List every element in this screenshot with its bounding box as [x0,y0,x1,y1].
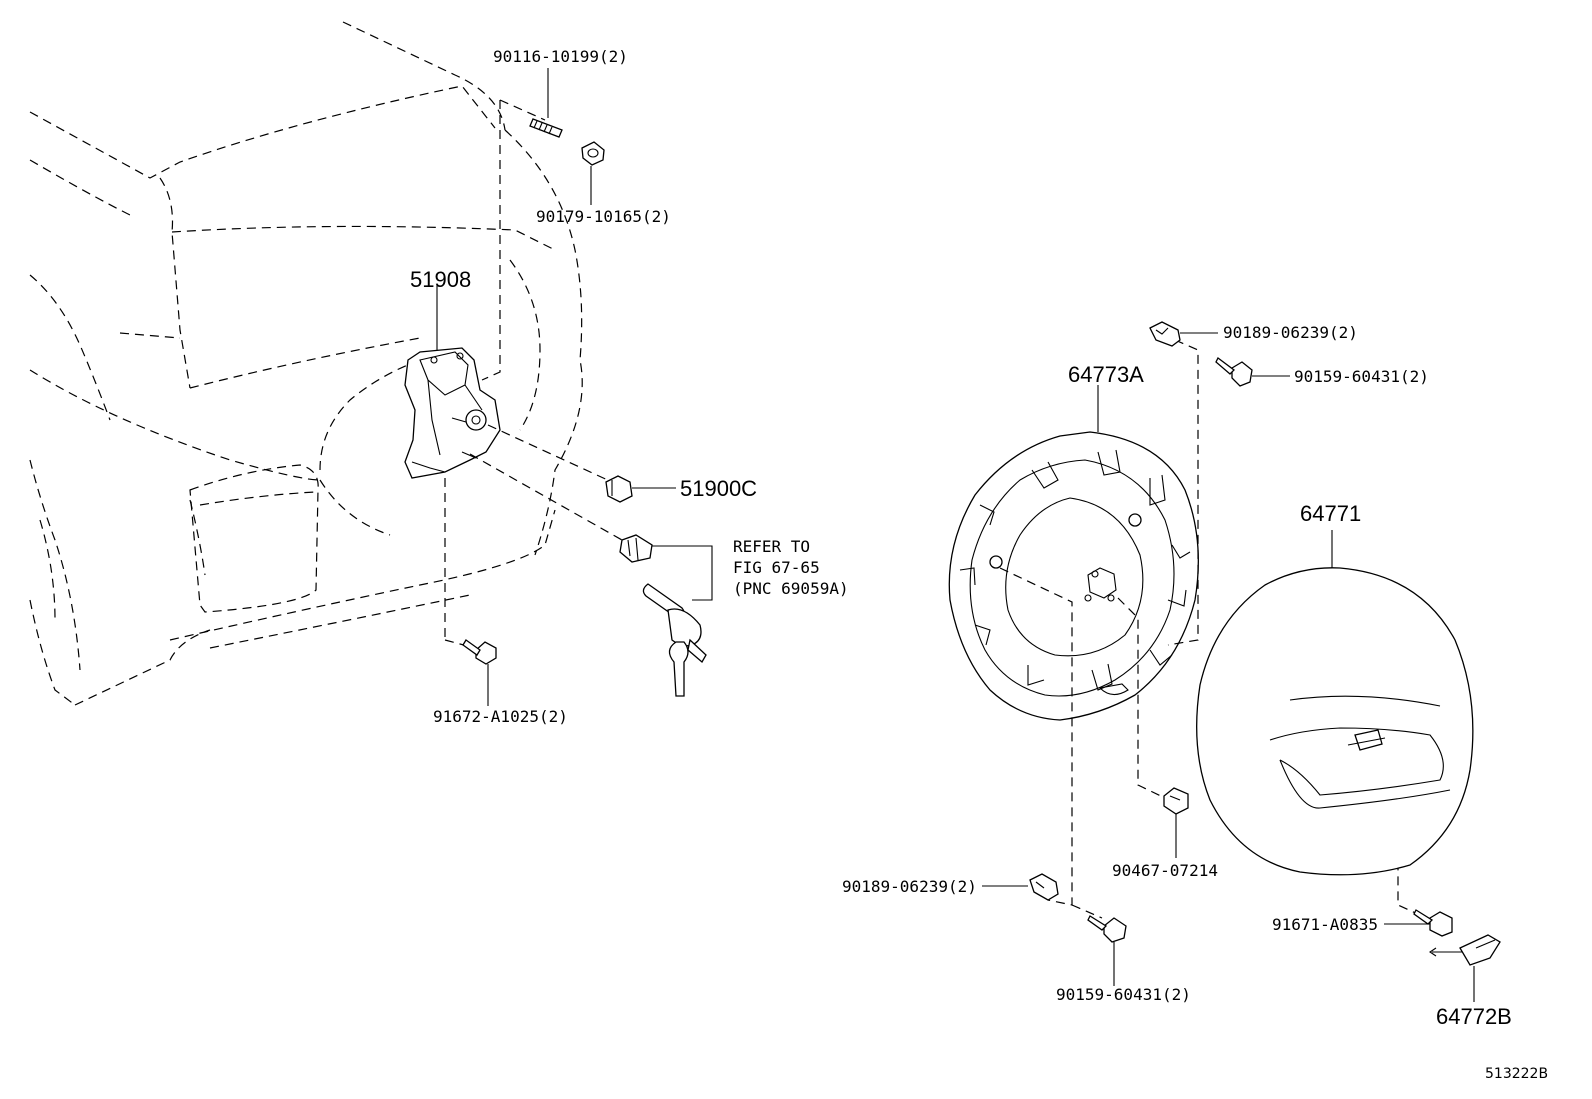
label-refer-line2: FIG 67-65 [733,558,820,577]
screw-lower-part [1087,915,1127,943]
label-cover-outer: 64771 [1300,501,1361,526]
label-cover-inner: 64773A [1068,362,1144,387]
spare-tire-outer-cover [1196,567,1474,876]
clip-upper-part [1149,321,1181,347]
spare-tire-inner-cover [948,431,1199,721]
label-nut-top: 90179-10165(2) [536,207,671,226]
bolt-cover-part [1413,909,1453,937]
spare-tire-carrier-bracket [404,347,501,479]
label-screw-center: 90467-07214 [1112,861,1218,880]
screw-upper-part [1215,357,1253,387]
label-bolt-lower: 91672-A1025(2) [433,707,568,726]
label-clip-lower: 90189-06239(2) [842,877,977,896]
label-refer-line3: (PNC 69059A) [733,579,849,598]
label-refer-line1: REFER TO [733,537,810,556]
label-ornament: 64772B [1436,1004,1512,1029]
screw-center-part [1163,787,1189,815]
nut-part [581,141,605,166]
label-screw-upper: 90159-60431(2) [1294,367,1429,386]
bolt-lower-part [462,639,497,665]
ornament-part [1429,934,1501,966]
label-carrier: 51908 [410,267,471,292]
rear-lamp [189,464,319,613]
vehicle-outline [29,21,583,706]
label-clip-upper: 90189-06239(2) [1223,323,1358,342]
cap-nut-part [605,475,633,503]
figure-id: 513222B [1485,1066,1548,1082]
clip-lower-part [1029,873,1059,901]
label-bolt-cover: 91671-A0835 [1272,915,1378,934]
lock-cylinder-part [619,534,707,697]
label-cap-nut: 51900C [680,476,757,501]
label-screw-lower: 90159-60431(2) [1056,985,1191,1004]
stud-bolt-part [529,118,563,138]
label-stud-bolt: 90116-10199(2) [493,47,628,66]
